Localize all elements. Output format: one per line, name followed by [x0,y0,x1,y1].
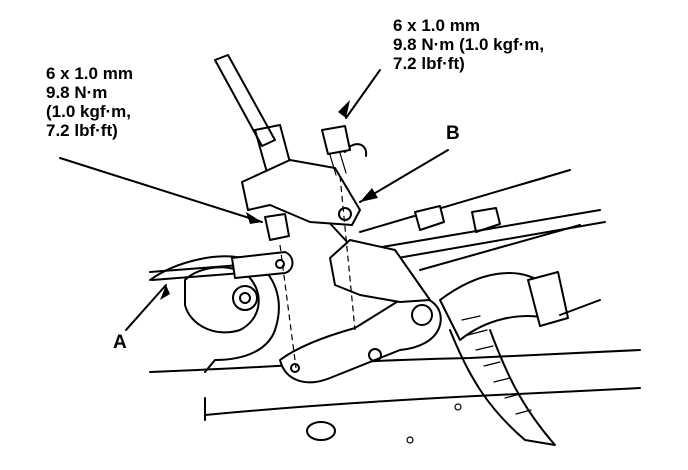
alignment-line-right [339,175,356,331]
hose-connector [527,271,569,327]
coolant-hose [449,329,556,446]
bolt-right-thread [329,152,347,176]
lever-hole [368,348,382,362]
cable-bracket [241,159,361,226]
spec-line: 7.2 lbf·ft) [46,121,118,140]
spec-line: 6 x 1.0 mm [393,16,480,35]
callout-b: B [446,123,460,144]
hose-ribs [461,315,532,415]
spec-line: 9.8 N·m (1.0 kgf·m, [393,35,545,54]
case-outline-left [149,255,280,373]
engine-bolt-right-1 [414,205,445,231]
lever-hole [411,304,433,326]
frame-hole-left [306,421,336,441]
frame-rail-upper [149,349,641,373]
spec-line: 6 x 1.0 mm [46,64,133,83]
case-bolt [232,285,258,311]
cable-a-hole [275,259,285,269]
hose-line [559,299,601,316]
leader-spec-left [59,157,263,223]
spec-line: 9.8 N·m [46,83,108,102]
engine-bolt-right-2 [471,207,501,233]
bolt-right [321,125,351,155]
leader-spec-right [345,69,381,119]
control-lever-bracket [279,295,442,384]
alignment-line-left [279,244,297,369]
arrowhead [160,285,170,300]
torque-spec-right: 6 x 1.0 mm 9.8 N·m (1.0 kgf·m, 7.2 lbf·f… [393,16,544,73]
lever-hole [290,363,300,373]
callout-a: A [113,332,127,353]
spec-line: (1.0 kgf·m, [46,102,132,121]
engine-block-line [519,177,546,186]
arrowhead [246,212,262,224]
frame-rail-lower [204,387,641,416]
spec-line: 7.2 lbf·ft) [393,54,465,73]
shift-cable [214,54,276,147]
frame-dot [454,403,462,411]
frame-dot [406,436,414,444]
bracket-hole [338,207,352,221]
leader-label-a [125,284,167,331]
engine-block-line [419,224,581,271]
lever-upper [329,239,431,303]
cable-a-end [231,251,294,279]
torque-spec-left: 6 x 1.0 mm 9.8 N·m (1.0 kgf·m, 7.2 lbf·f… [46,64,133,140]
bolt-left [264,213,290,241]
case-bolt-center [239,292,251,304]
arrowhead [360,188,378,202]
arrowhead [338,100,350,118]
